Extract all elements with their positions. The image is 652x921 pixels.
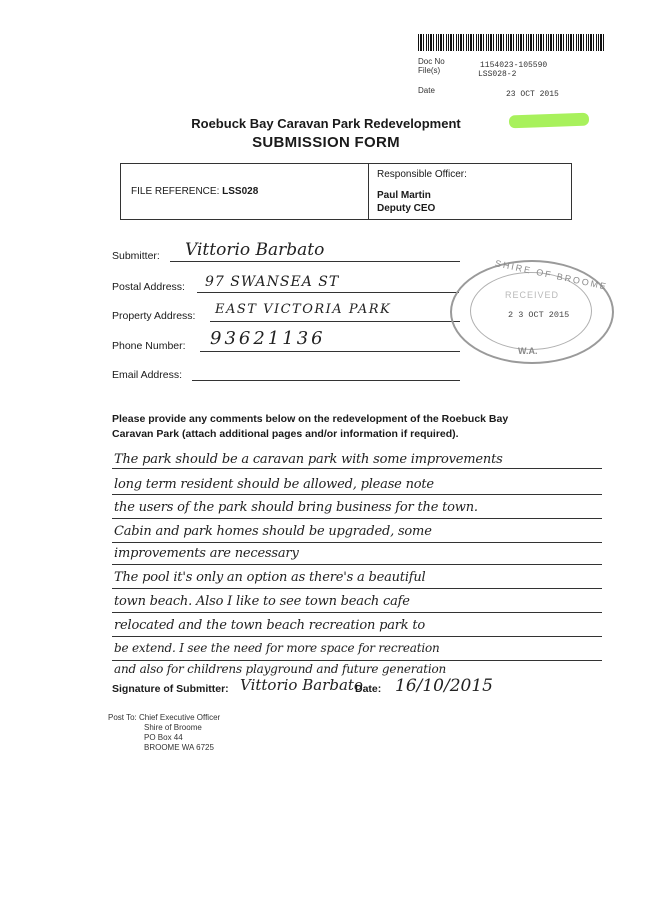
file-reference: FILE REFERENCE: LSS028 [131, 186, 258, 197]
date-received-label: Date [418, 86, 435, 95]
received-stamp-inner-ring [470, 272, 592, 350]
comment-line-text: The park should be a caravan park with s… [114, 452, 503, 467]
file-reference-box: FILE REFERENCE: LSS028 Responsible Offic… [120, 163, 572, 220]
comment-rule [112, 588, 602, 589]
files-label: File(s) [418, 66, 441, 75]
comment-rule [112, 564, 602, 565]
responsible-officer-label: Responsible Officer: [377, 169, 467, 180]
comment-rule [112, 468, 602, 469]
phone-number-label: Phone Number: [112, 340, 186, 352]
comments-instructions: Please provide any comments below on the… [112, 413, 509, 440]
file-reference-label: FILE REFERENCE: [131, 186, 220, 197]
file-reference-value: LSS028 [222, 186, 259, 197]
comment-line-text: long term resident should be allowed, pl… [114, 477, 434, 492]
stamp-date: 2 3 OCT 2015 [508, 310, 570, 320]
post-to-line: BROOME WA 6725 [144, 743, 214, 752]
stamp-wa-text: W.A. [518, 346, 538, 356]
comment-line-text: town beach. Also I like to see town beac… [114, 594, 410, 609]
submitter-label: Submitter: [112, 250, 160, 262]
postal-address-label: Postal Address: [112, 281, 185, 293]
doc-no-value: 1154023-105590 [480, 61, 548, 70]
postal-address-line [197, 292, 459, 293]
doc-no-label: Doc No [418, 57, 445, 66]
comment-line-text: the users of the park should bring busin… [114, 500, 478, 515]
post-to-line: Shire of Broome [144, 723, 202, 732]
signature-date-label: Date: [355, 683, 382, 695]
postal-address-value[interactable]: 97 SWANSEA ST [205, 274, 340, 290]
property-address-label: Property Address: [112, 310, 196, 322]
comment-line-text: The pool it's only an option as there's … [114, 570, 426, 585]
submitter-value[interactable]: Vittorio Barbato [185, 240, 325, 260]
post-to-line: Post To: Chief Executive Officer [108, 713, 221, 722]
comment-line-text: and also for childrens playground and fu… [114, 662, 447, 676]
comment-line-text: improvements are necessary [114, 546, 299, 561]
registry-barcode [418, 34, 604, 51]
comment-rule [112, 612, 602, 613]
comment-line-text: Cabin and park homes should be upgraded,… [114, 524, 432, 539]
files-value: LSS028-2 [478, 70, 517, 79]
comment-rule [112, 494, 602, 495]
form-title: SUBMISSION FORM [252, 134, 400, 151]
responsible-officer-name: Paul Martin [377, 190, 431, 201]
comment-rule [112, 636, 602, 637]
signature-label: Signature of Submitter: [112, 683, 229, 695]
post-to-line: PO Box 44 [144, 733, 183, 742]
submitter-line [170, 261, 460, 262]
received-stamp [450, 260, 614, 364]
email-address-label: Email Address: [112, 369, 183, 381]
date-received-value: 23 OCT 2015 [506, 90, 559, 99]
comment-line-text: be extend. I see the need for more space… [114, 641, 440, 655]
signature-value: Vittorio Barbato [240, 676, 363, 694]
signature-date-value: 16/10/2015 [395, 676, 493, 696]
comment-line-text: relocated and the town beach recreation … [114, 618, 426, 633]
phone-number-value[interactable]: 93621136 [210, 328, 326, 349]
comment-rule [112, 542, 602, 543]
stamp-received-text: RECEIVED [505, 290, 560, 300]
email-address-line [192, 380, 460, 381]
phone-number-line [200, 351, 460, 352]
property-address-value[interactable]: EAST VICTORIA PARK [215, 302, 392, 317]
project-title: Roebuck Bay Caravan Park Redevelopment [191, 116, 461, 131]
reference-box-divider [368, 164, 369, 219]
responsible-officer-title: Deputy CEO [377, 203, 436, 214]
comment-rule [112, 660, 602, 661]
comment-rule [112, 518, 602, 519]
property-address-line [210, 321, 460, 322]
